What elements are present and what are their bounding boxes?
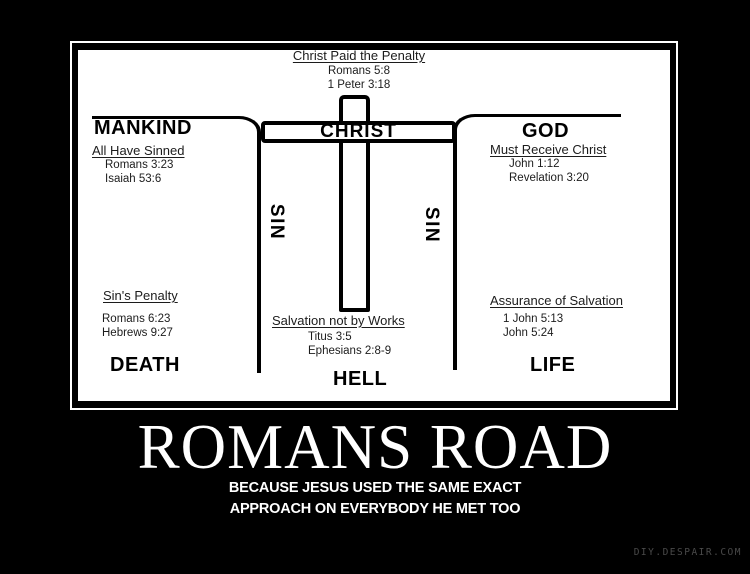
verse: Romans 6:23 [102,313,171,325]
all-have-sinned-heading: All Have Sinned [92,143,185,158]
poster-frame: Christ Paid the Penalty Romans 5:8 1 Pet… [70,41,678,410]
salvation-not-by-works-heading: Salvation not by Works [272,313,405,328]
verse: John 1:12 [509,158,560,170]
god-label: GOD [522,120,570,142]
romans-road-diagram: Christ Paid the Penalty Romans 5:8 1 Pet… [78,48,670,401]
section-christ-paid-penalty: Christ Paid the Penalty Romans 5:8 1 Pet… [209,48,509,92]
verse: Hebrews 9:27 [102,327,173,339]
verse: Isaiah 53:6 [105,173,162,185]
verse: Revelation 3:20 [509,172,589,184]
verse: Romans 3:23 [105,159,174,171]
assurance-of-salvation-heading: Assurance of Salvation [490,293,623,308]
verse: Titus 3:5 [308,331,352,343]
verse: Ephesians 2:8-9 [308,345,392,357]
sins-penalty-heading: Sin's Penalty [103,288,178,303]
death-label: DEATH [110,354,180,376]
life-label: LIFE [530,354,576,376]
christ-paid-heading: Christ Paid the Penalty [292,48,426,63]
verse: Romans 5:8 [327,65,390,77]
hell-label: HELL [333,368,388,390]
poster-title: ROMANS ROAD [137,412,613,482]
right-cliff-line [453,114,621,370]
left-cliff-line [92,116,261,373]
cross-post-icon [339,138,370,312]
watermark: DIY.DESPAIR.COM [633,547,742,558]
cross-beam-icon: CHRIST [261,121,456,143]
verse: 1 Peter 3:18 [327,79,391,91]
mankind-label: MANKIND [94,117,192,139]
caption-line-2: APPROACH ON EVERYBODY HE MET TOO [229,501,521,517]
verse: John 5:24 [503,327,554,339]
verse: 1 John 5:13 [503,313,564,325]
sin-label-right: SIN [421,206,442,244]
must-receive-christ-heading: Must Receive Christ [490,142,607,157]
caption-line-1: BECAUSE JESUS USED THE SAME EXACT [228,480,522,496]
sin-label-left: SIN [266,203,287,241]
christ-label: CHRIST [320,121,397,142]
poster-caption: BECAUSE JESUS USED THE SAME EXACT APPROA… [0,478,750,520]
